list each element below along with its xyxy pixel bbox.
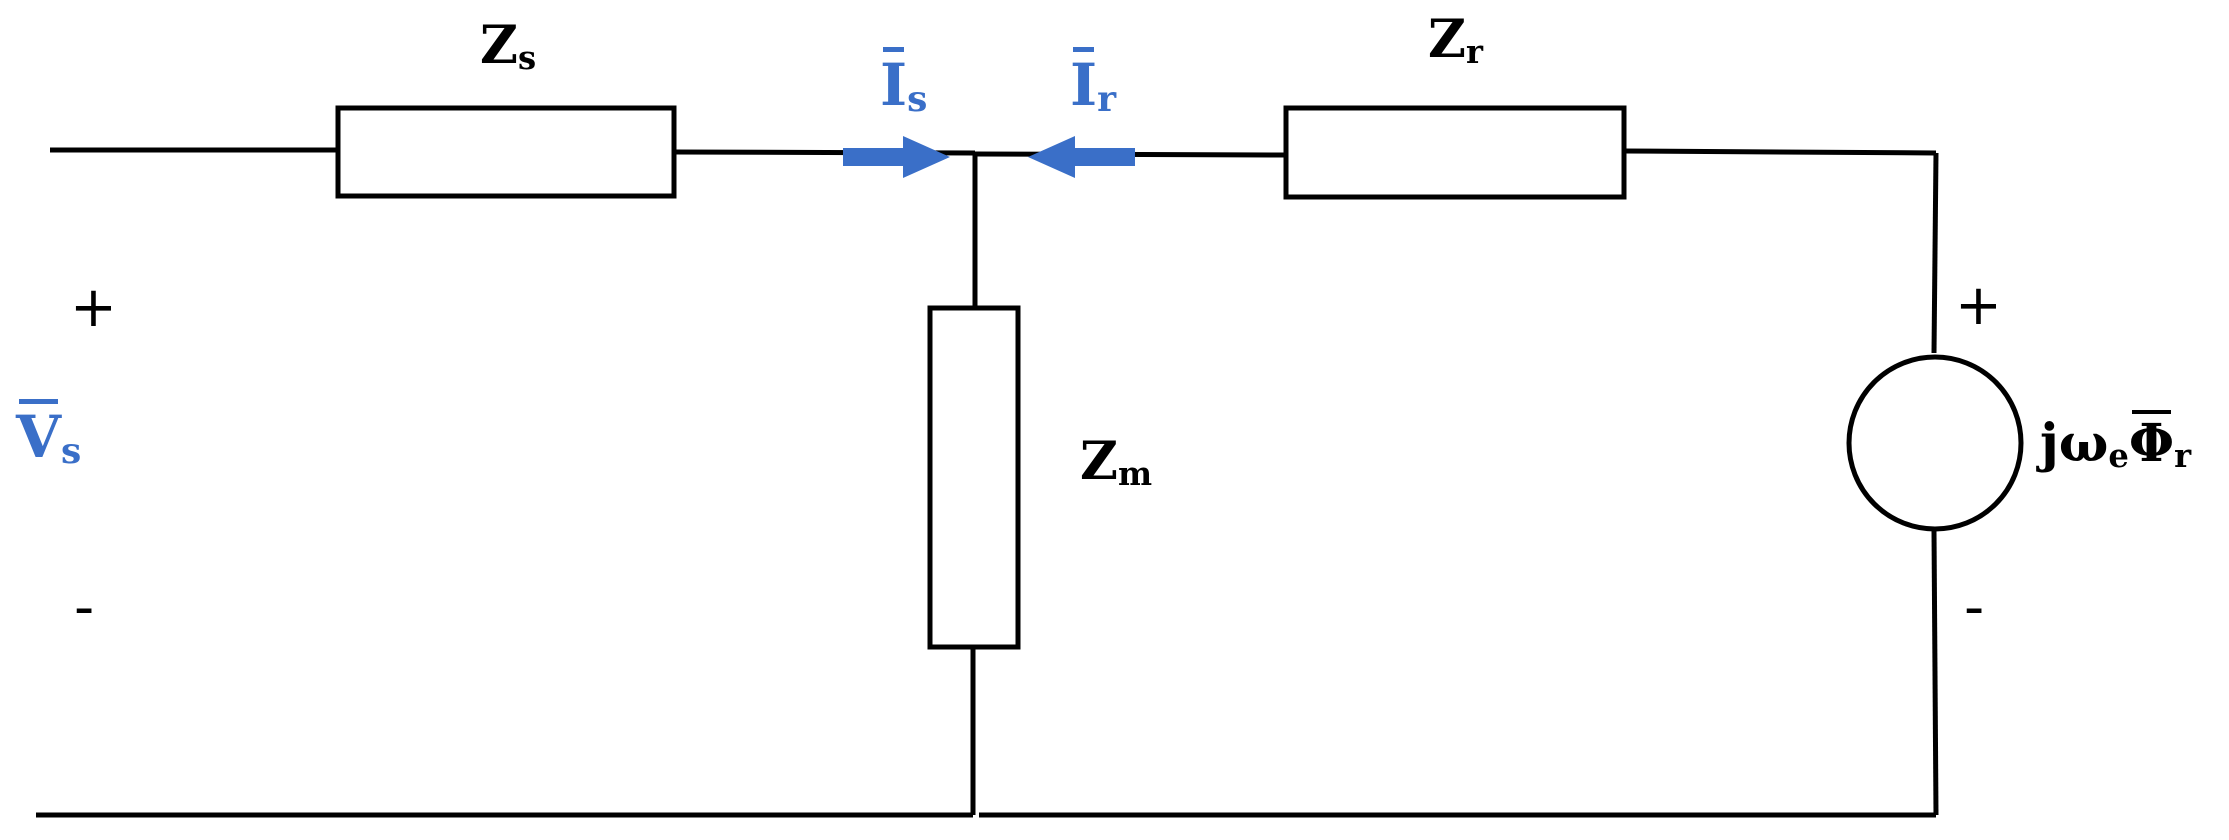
- left-minus-sign: -: [74, 575, 95, 640]
- left-plus-sign: +: [70, 275, 117, 340]
- zs-label: Zs: [480, 15, 537, 77]
- right-wire-upper: [1931, 152, 1939, 354]
- zs-impedance: [335, 105, 677, 199]
- is-current-arrow: [843, 136, 950, 178]
- vs-voltage-label: Vs: [16, 398, 82, 473]
- source-emf-label: jωeΦr: [2040, 409, 2192, 475]
- is-current-label: Is: [880, 46, 928, 121]
- ir-current-label: Ir: [1070, 46, 1117, 121]
- zm-impedance: [927, 305, 1021, 650]
- right-wire-lower: [1931, 530, 1939, 816]
- zm-label: Zm: [1080, 431, 1153, 493]
- ir-current-arrow: [1028, 136, 1135, 178]
- zr-impedance: [1283, 105, 1627, 200]
- top-wire-right: [1623, 148, 1937, 156]
- zr-label: Zr: [1428, 9, 1483, 71]
- voltage-source: [1846, 354, 2024, 532]
- right-plus-sign: +: [1955, 273, 2002, 338]
- right-minus-sign: -: [1964, 575, 1985, 640]
